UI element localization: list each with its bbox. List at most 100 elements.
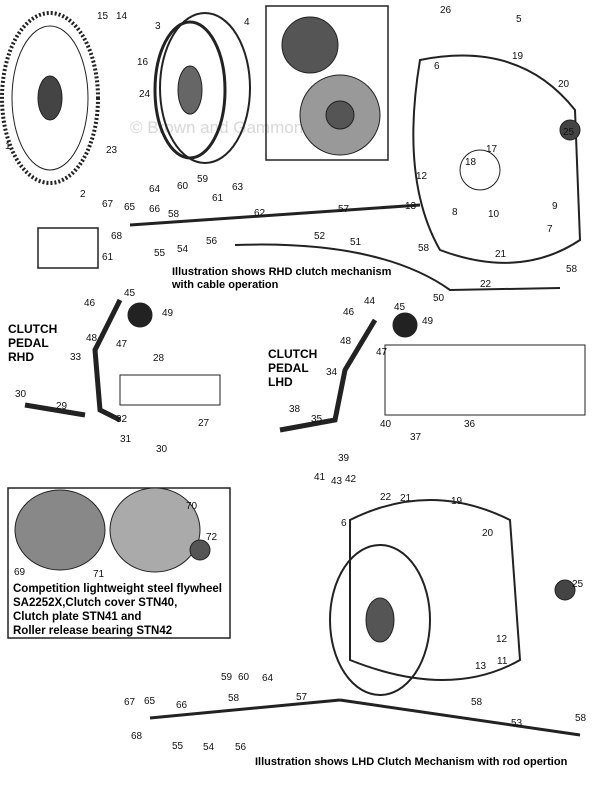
callout-number: 8 (452, 207, 458, 218)
bellhousing-rhd (412, 54, 582, 264)
callout-number: 64 (262, 673, 274, 684)
lhd-mechanism-caption: Illustration shows LHD Clutch Mechanism … (255, 756, 568, 768)
flywheel (0, 11, 100, 185)
label-line: CLUTCH (268, 347, 318, 361)
caption-line: Clutch plate STN41 and (13, 611, 142, 623)
competition-box (7, 487, 231, 639)
callout-number: 54 (177, 244, 189, 255)
callout-number: 58 (228, 693, 240, 704)
pedal-lhd (279, 312, 586, 433)
kit-box (265, 5, 389, 161)
callout-number: 20 (482, 528, 494, 539)
callout-number: 31 (120, 434, 132, 445)
callout-number: 63 (232, 182, 244, 193)
callout-number: 71 (93, 569, 105, 580)
callout-number: 40 (380, 419, 392, 430)
label-line: PEDAL (8, 336, 49, 350)
callout-number: 67 (124, 697, 136, 708)
callout-number: 27 (198, 418, 210, 429)
callout-number: 32 (116, 414, 128, 425)
callout-number: 37 (410, 432, 422, 443)
callout-number: 25 (572, 579, 584, 590)
callout-number: 1 (5, 141, 11, 152)
callout-number: 60 (238, 672, 250, 683)
callout-number: 58 (575, 713, 587, 724)
pedal-rhd (24, 298, 221, 423)
callout-number: 46 (84, 298, 96, 309)
callout-number: 54 (203, 742, 215, 753)
callout-number: 41 (314, 472, 326, 483)
callout-number: 66 (176, 700, 188, 711)
callout-number: 34 (326, 367, 338, 378)
callout-number: 17 (486, 144, 498, 155)
callout-number: 13 (475, 661, 487, 672)
callout-number: 60 (177, 181, 189, 192)
callout-number: 67 (102, 199, 114, 210)
callout-number: 59 (221, 672, 233, 683)
callout-number: 64 (149, 184, 161, 195)
callout-number: 49 (422, 316, 434, 327)
callout-number: 10 (488, 209, 500, 220)
callout-number: 50 (433, 293, 445, 304)
callout-number: 62 (254, 208, 266, 219)
callout-number: 55 (154, 248, 166, 259)
callout-number: 45 (124, 288, 136, 299)
callout-number: 52 (314, 231, 326, 242)
callout-number: 21 (495, 249, 507, 260)
callout-number: 61 (212, 193, 224, 204)
callout-number: 13 (405, 201, 417, 212)
callout-number: 38 (289, 404, 301, 415)
callout-number: 57 (338, 204, 350, 215)
callout-number: 12 (416, 171, 428, 182)
callout-number: 18 (465, 157, 477, 168)
caption-line: SA2252X,Clutch cover STN40, (13, 597, 178, 609)
callout-number: 48 (340, 336, 352, 347)
callout-number: 70 (186, 501, 198, 512)
callout-number: 68 (111, 231, 123, 242)
watermark: © Brown and Gammons Ltd (130, 118, 341, 137)
callout-number: 3 (155, 21, 161, 32)
callout-number: 30 (15, 389, 27, 400)
callout-number: 5 (516, 14, 522, 25)
callout-number: 28 (153, 353, 165, 364)
callout-number: 19 (451, 496, 463, 507)
callout-number: 22 (380, 492, 392, 503)
callout-number: 58 (168, 209, 180, 220)
callout-number: 35 (311, 414, 323, 425)
label-line: RHD (8, 350, 34, 364)
callout-number: 16 (137, 57, 149, 68)
callout-number: 22 (480, 279, 492, 290)
callout-number: 45 (394, 302, 406, 313)
callout-number: 51 (350, 237, 362, 248)
callout-number: 29 (56, 401, 68, 412)
callout-number: 6 (341, 518, 347, 529)
callout-number: 2 (80, 189, 86, 200)
label-line: CLUTCH (8, 322, 58, 336)
callout-number: 26 (440, 5, 452, 16)
callout-number: 42 (345, 474, 357, 485)
callout-number: 33 (70, 352, 82, 363)
callout-number: 58 (471, 697, 483, 708)
callout-number: 12 (496, 634, 508, 645)
callout-number: 15 (97, 11, 109, 22)
callout-number: 56 (235, 742, 247, 753)
callout-number: 65 (144, 696, 156, 707)
callout-number: 43 (331, 476, 343, 487)
callout-number: 59 (197, 174, 209, 185)
label-line: PEDAL (268, 361, 309, 375)
callout-number: 48 (86, 333, 98, 344)
callout-number: 68 (131, 731, 143, 742)
cable-rod-57 (129, 203, 421, 227)
callout-number: 39 (338, 453, 350, 464)
callout-number: 20 (558, 79, 570, 90)
callout-number: 21 (400, 493, 412, 504)
bellhousing-lhd (329, 499, 522, 696)
callout-number: 53 (511, 718, 523, 729)
clutch-cover (159, 12, 251, 164)
rod-53 (339, 698, 581, 737)
callout-number: 6 (434, 61, 440, 72)
callout-number: 58 (418, 243, 430, 254)
